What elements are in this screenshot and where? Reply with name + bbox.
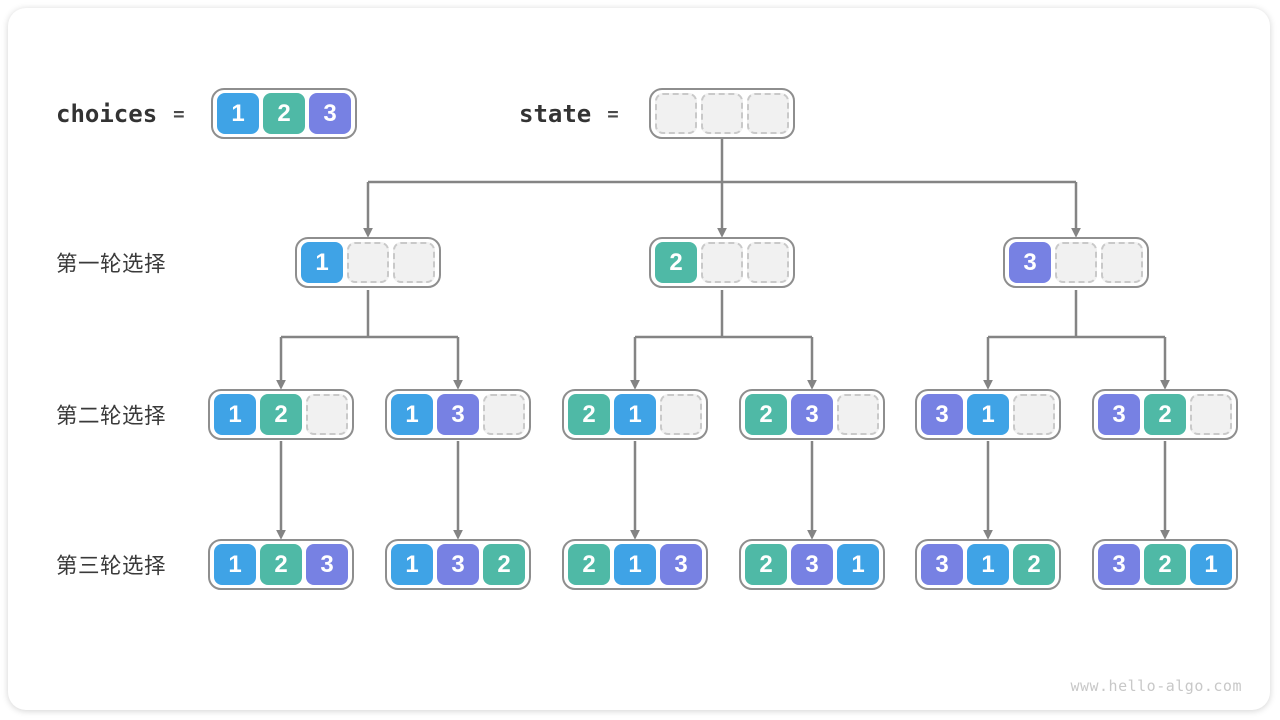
array-cell-empty — [1055, 242, 1097, 283]
array-cell-3: 3 — [921, 394, 963, 435]
round-3-label: 第三轮选择 — [56, 554, 167, 578]
array-cell-3: 3 — [791, 394, 833, 435]
round1-state-3: 3 — [1003, 237, 1149, 288]
array-cell-empty — [1013, 394, 1055, 435]
array-cell-3: 3 — [437, 394, 479, 435]
array-cell-2: 2 — [1013, 544, 1055, 585]
array-cell-2: 2 — [1144, 394, 1186, 435]
array-cell-1: 1 — [967, 394, 1009, 435]
array-cell-1: 1 — [614, 544, 656, 585]
array-cell-1: 1 — [967, 544, 1009, 585]
array-cell-3: 3 — [1009, 242, 1051, 283]
array-cell-empty — [306, 394, 348, 435]
array-cell-3: 3 — [1098, 394, 1140, 435]
array-cell-empty — [701, 93, 743, 134]
array-cell-1: 1 — [391, 394, 433, 435]
state-array — [649, 88, 795, 139]
array-cell-1: 1 — [391, 544, 433, 585]
state-equals-sign: = — [607, 102, 619, 125]
array-cell-empty — [483, 394, 525, 435]
array-cell-2: 2 — [1144, 544, 1186, 585]
array-cell-3: 3 — [921, 544, 963, 585]
array-cell-3: 3 — [660, 544, 702, 585]
array-cell-2: 2 — [568, 394, 610, 435]
array-cell-3: 3 — [437, 544, 479, 585]
array-cell-1: 1 — [217, 93, 259, 134]
array-cell-empty — [347, 242, 389, 283]
round1-state-2: 2 — [649, 237, 795, 288]
array-cell-2: 2 — [745, 394, 787, 435]
array-cell-2: 2 — [483, 544, 525, 585]
array-cell-2: 2 — [655, 242, 697, 283]
array-cell-1: 1 — [614, 394, 656, 435]
array-cell-empty — [747, 242, 789, 283]
array-cell-empty — [701, 242, 743, 283]
state-label: state — [519, 99, 592, 128]
array-cell-empty — [837, 394, 879, 435]
watermark: www.hello-algo.com — [1070, 677, 1242, 695]
array-cell-2: 2 — [260, 544, 302, 585]
array-cell-1: 1 — [837, 544, 879, 585]
choices-equation: choices = — [56, 88, 185, 139]
array-cell-empty — [655, 93, 697, 134]
array-cell-2: 2 — [568, 544, 610, 585]
diagram-card — [8, 8, 1270, 710]
array-cell-empty — [747, 93, 789, 134]
array-cell-1: 1 — [214, 544, 256, 585]
array-cell-2: 2 — [745, 544, 787, 585]
array-cell-empty — [1101, 242, 1143, 283]
array-cell-1: 1 — [1190, 544, 1232, 585]
round1-state-1: 1 — [295, 237, 441, 288]
array-cell-empty — [1190, 394, 1232, 435]
array-cell-1: 1 — [214, 394, 256, 435]
array-cell-2: 2 — [263, 93, 305, 134]
array-cell-empty — [660, 394, 702, 435]
state-equation: state = — [519, 88, 619, 139]
array-cell-3: 3 — [791, 544, 833, 585]
array-cell-2: 2 — [260, 394, 302, 435]
array-cell-3: 3 — [1098, 544, 1140, 585]
round-1-label: 第一轮选择 — [56, 252, 167, 276]
array-cell-3: 3 — [309, 93, 351, 134]
array-cell-3: 3 — [306, 544, 348, 585]
array-cell-1: 1 — [301, 242, 343, 283]
choices-label: choices — [56, 99, 158, 128]
round-2-label: 第二轮选择 — [56, 404, 167, 428]
array-cell-empty — [393, 242, 435, 283]
choices-equals-sign: = — [173, 102, 185, 125]
